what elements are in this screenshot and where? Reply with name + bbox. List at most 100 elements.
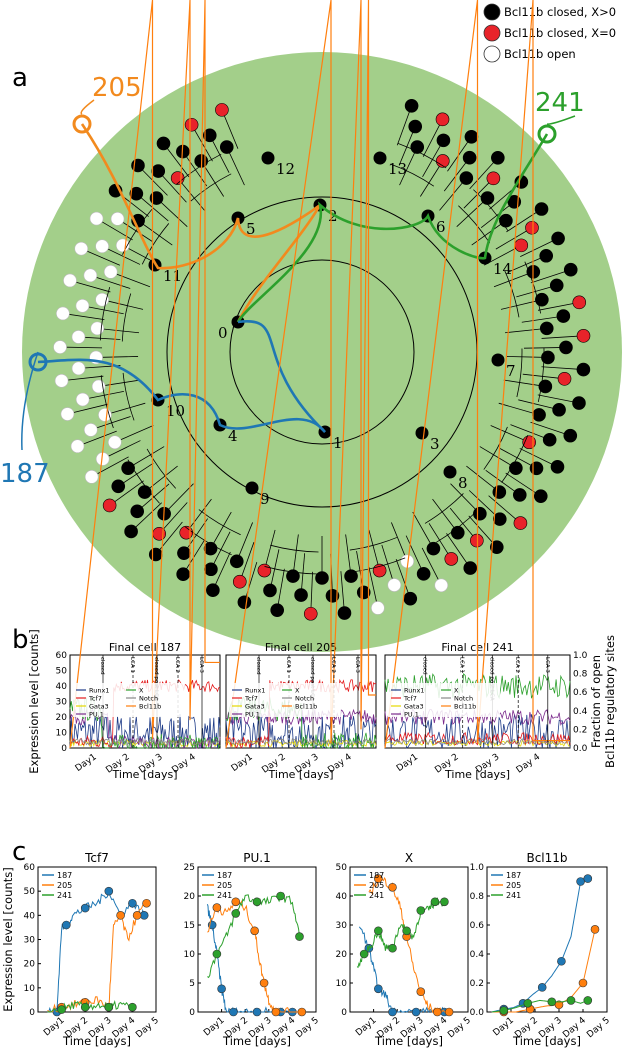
leaf-cell [473,506,487,521]
data-point-187 [80,903,90,913]
legend-label: Bcl11b closed, X>0 [504,5,616,19]
ytick-label: 40 [336,892,348,902]
tree-arc [122,372,135,421]
tree-branch [156,197,188,227]
leaf-cell [550,460,565,474]
ytick-label: 10 [24,984,36,994]
leaf-cell [535,292,549,307]
leaf-cell [534,202,549,216]
leaf-cell [60,407,75,421]
callout-205-marker [72,114,92,134]
legend-text: Runx1 [404,687,424,695]
leaf-cell [156,136,171,151]
tree-branch [69,280,111,293]
leaf-cell [470,533,484,548]
callout-187-label: 187 [0,459,50,489]
data-point-205 [259,978,269,988]
tree-branch [447,136,472,172]
tree-branch [82,390,124,400]
tree-branch [90,274,131,289]
panel-label-b: b [12,625,29,655]
data-point-205 [444,1007,454,1017]
lineage-path-187 [37,319,327,433]
leaf-cell [572,396,586,410]
ytick-label: 25 [184,863,195,873]
leaf-cell [149,191,164,205]
node-label: 4 [228,427,238,445]
leaf-cell [464,129,479,144]
leaf-cell [404,99,419,113]
legend-text: Gata3 [245,703,265,711]
ytick-label: 1.0 [470,863,485,873]
data-point-187 [374,984,383,994]
callout-241-arrow [546,115,576,125]
trace-tcf7 [384,731,571,746]
leaf-cell [539,321,554,336]
data-point-241 [402,926,411,936]
ytick-label: 60 [56,651,68,661]
tree-arc [504,270,520,318]
leaf-cell [129,186,144,201]
data-point-241 [523,998,533,1008]
tree-branch [530,269,571,284]
chart-title: Tcf7 [84,851,109,865]
tree-branch [78,336,121,340]
tree-branch [239,542,255,582]
ytick-label: 40 [56,682,68,692]
tree-branch [521,315,564,323]
data-point-187 [583,874,593,883]
tree-branch [488,495,521,524]
tree-branch [177,177,205,211]
leaf-cell [462,150,477,165]
tree-branch [463,178,494,209]
legend-text: Bcl11b [139,703,161,711]
tree-branch [209,135,230,173]
tree-arc [483,426,508,470]
tree-branch [300,553,306,596]
tree-arc [473,189,509,232]
leaf-cell [202,128,217,143]
chart-xlabel: Time [days] [62,1034,131,1048]
leaf-cell [89,211,104,226]
tree-branch [412,511,434,549]
legend-text: Gata3 [404,703,424,711]
ytick-label: 0.8 [470,892,485,902]
tree-arc [100,375,114,429]
leaf-cell [70,439,85,454]
ytick-label: 20 [56,713,68,723]
tree-branch [163,143,190,178]
tree-branch [450,483,481,515]
xtick-label: Day1 [74,752,99,774]
ytick-label: 60 [24,863,36,873]
panel-c-ylabel: Expression level [counts] [1,867,15,1012]
leaf-cell [337,606,352,620]
leaf-cell [315,571,329,585]
legend-text: Tcf7 [244,695,258,703]
tree-branch [480,201,515,228]
event-annotation: LCA 3 [198,657,204,673]
legend-text: 241 [217,891,232,900]
event-annotation: LCA 1 [285,657,291,673]
leaf-cell [491,150,505,165]
leaf-cell [563,428,578,443]
ytick-label: 20 [184,892,196,902]
legend-text: Notch [295,695,314,703]
tree-background [22,52,622,652]
ytick-label: 0 [341,1008,347,1018]
legend-text: 205 [217,881,232,890]
tree-arc [524,261,542,314]
tree-branch [469,157,499,190]
legend-text: 241 [506,891,521,900]
leaf-cell [525,220,539,235]
data-point-187 [252,1007,262,1017]
tree-arc [349,537,398,551]
tree-branch [456,197,488,227]
xlabel: Time [days] [268,768,334,781]
leaf-cell [344,569,358,583]
leaf-cell [563,262,578,277]
